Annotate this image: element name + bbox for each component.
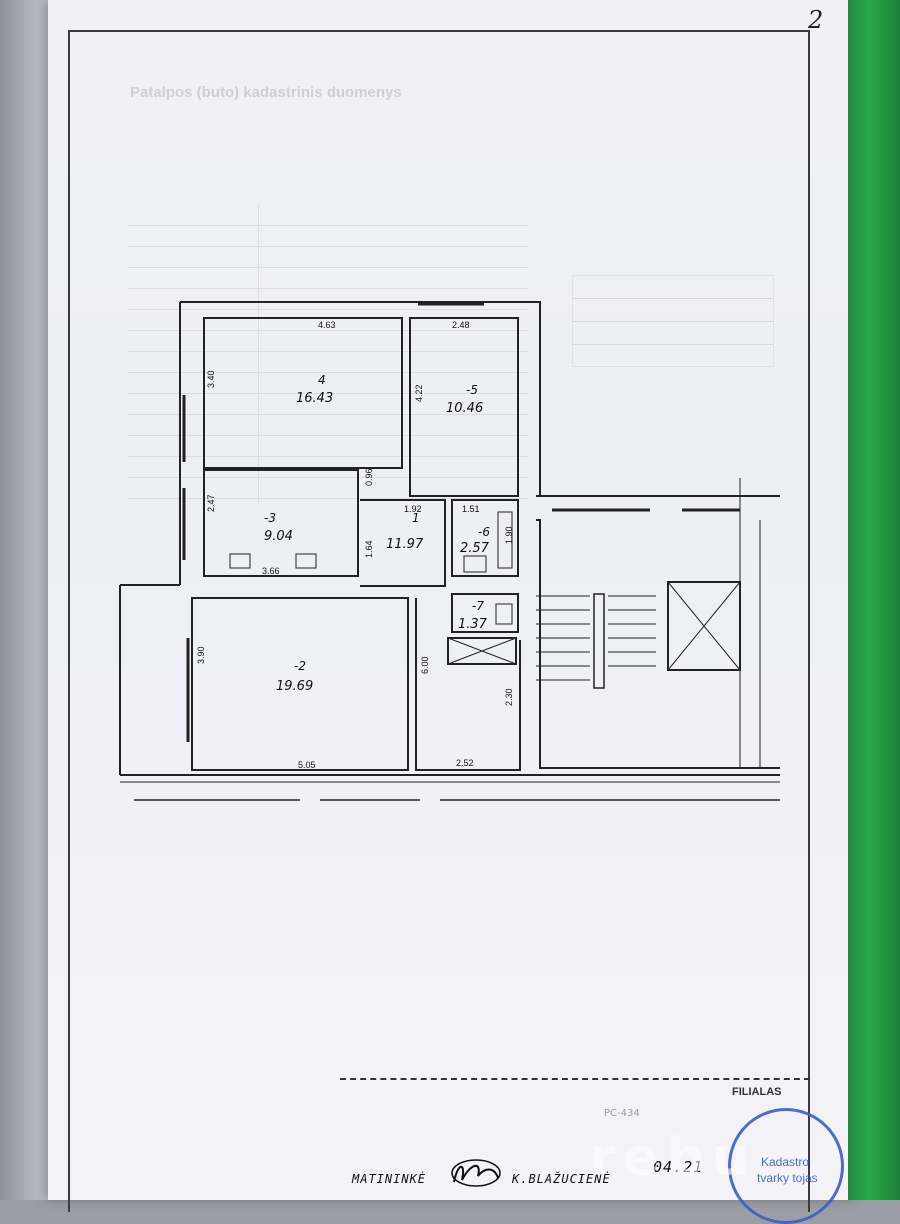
room-6-area: 2.57 — [460, 541, 490, 556]
bleed-through-table-small — [572, 275, 774, 367]
page-number: 2 — [808, 6, 824, 34]
room-3-number: -3 — [264, 511, 276, 525]
dim-room5-top: 2.48 — [452, 320, 470, 330]
title-block-stamp — [340, 1078, 810, 1202]
room-5-number: -5 — [466, 383, 478, 397]
seal-line-1: Kadastro — [761, 1155, 810, 1169]
dim-room3-bottom: 3.66 — [262, 566, 280, 576]
page-border — [68, 30, 810, 1212]
dim-room4-top: 4.63 — [318, 320, 336, 330]
signer-title: MATININKĖ — [352, 1172, 427, 1186]
bleed-through-table — [128, 205, 528, 505]
stamp-header: FILIALAS — [732, 1086, 782, 1098]
room-4-number: 4 — [318, 373, 326, 387]
room-1-number: 1 — [412, 511, 420, 525]
bleed-through-title: Patalpos (buto) kadastrinis duomenys — [130, 84, 402, 101]
dim-room3-left: 2.47 — [206, 494, 216, 512]
dim-room6-right: 1.90 — [504, 526, 514, 544]
room-5-area: 10.46 — [446, 401, 483, 416]
dim-hall-right: 2.30 — [504, 688, 514, 706]
room-2-area: 19.69 — [276, 679, 313, 694]
dim-hall-left: 6.00 — [420, 656, 430, 674]
room-2-number: -2 — [294, 659, 306, 673]
signer-name: K.BLAŽUCIENĖ — [512, 1172, 611, 1186]
room-4-area: 16.43 — [296, 391, 333, 406]
registry-seal: Kadastro tvarky tojas — [728, 1108, 844, 1224]
seal-line-2: tvarky tojas — [757, 1171, 818, 1185]
handwritten-signature — [451, 1159, 501, 1187]
room-7-number: -7 — [472, 599, 484, 613]
stamp-code: PC-434 — [604, 1108, 640, 1119]
dim-room1-left: 1.64 — [364, 540, 374, 558]
dim-room2-left: 3.90 — [196, 646, 206, 664]
dim-room3-right: 0.96 — [364, 468, 374, 486]
room-1-area: 11.97 — [386, 537, 424, 552]
watermark-logo: rebu — [590, 1128, 758, 1188]
dim-hall-bottom: 2.52 — [456, 758, 474, 768]
dim-room6-top: 1.51 — [462, 504, 480, 514]
dim-room5-left: 4.22 — [414, 384, 424, 402]
room-7-area: 1.37 — [458, 617, 488, 632]
room-6-number: -6 — [478, 525, 490, 539]
dim-room2-bottom: 5.05 — [298, 760, 316, 770]
room-3-area: 9.04 — [264, 529, 293, 544]
dim-room1-top: 1.92 — [404, 504, 422, 514]
dim-room4-left: 3.40 — [206, 370, 216, 388]
document-number: 04.21 — [653, 1158, 704, 1176]
green-binder-edge — [848, 0, 900, 1200]
